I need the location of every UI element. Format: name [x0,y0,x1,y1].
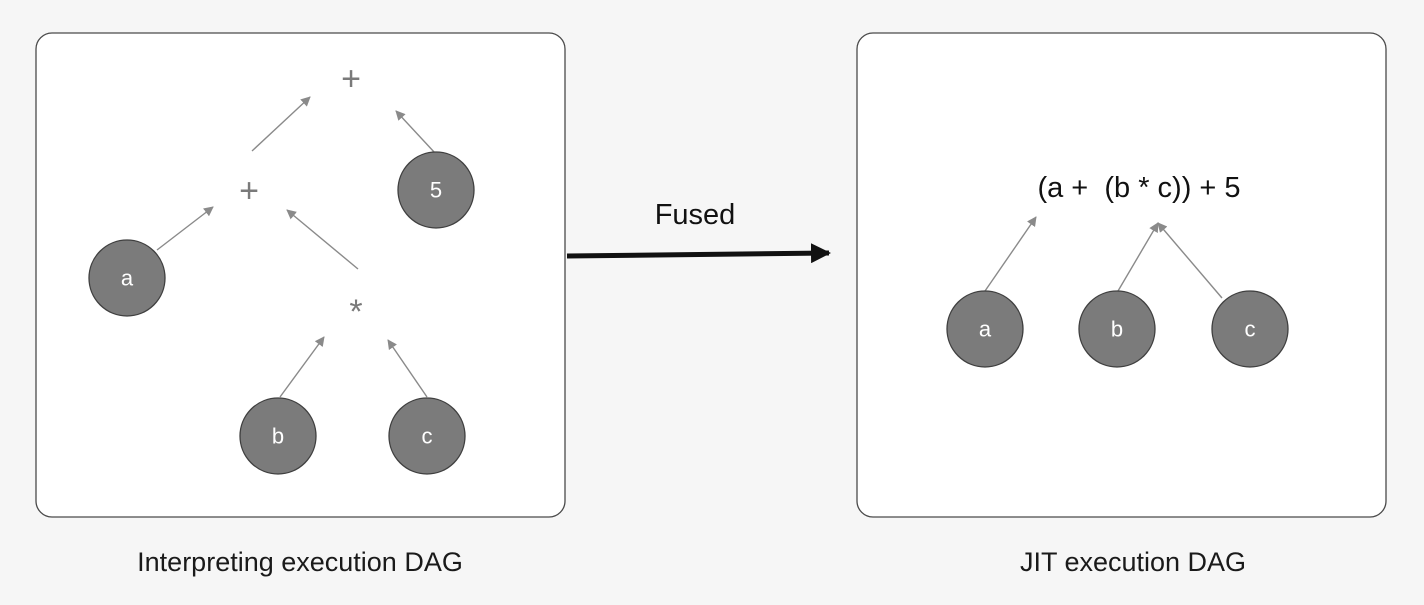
edge-jit-a-to-expr [984,216,1037,292]
multiply-operator: * [349,293,362,331]
top-plus-operator: + [341,60,361,98]
edge-a-to-mid-plus [156,206,214,251]
edge-mult-to-mid-plus [286,209,359,270]
jit-node-b: b [1078,290,1156,368]
right-caption: JIT execution DAG [1020,547,1246,577]
edge-c-to-mult [387,339,428,398]
mid-plus-operator: + [239,172,259,210]
fused-expression: (a + (b * c)) + 5 [1037,172,1240,204]
edge-mid-plus-to-top-plus [251,96,311,152]
fuse-arrow [566,243,831,264]
edge-b-to-mult [279,336,325,398]
fused-label: Fused [655,199,736,231]
edge-jit-c-to-expr [1157,222,1223,299]
jit-node-a: a [946,290,1024,368]
jit-node-c-label: c [1245,317,1256,342]
fuse-transition: Fused [566,199,831,264]
edge-jit-b-to-expr [1117,222,1159,292]
left-caption: Interpreting execution DAG [137,547,463,577]
node-c-label: c [422,424,433,449]
node-b: b [239,397,317,475]
edge-5-to-top-plus [395,110,436,154]
node-b-label: b [272,424,284,449]
node-a-label: a [121,266,134,291]
jit-node-c: c [1211,290,1289,368]
right-panel-frame [856,32,1387,518]
jit-node-a-label: a [979,317,992,342]
jit-dag-panel: (a + (b * c)) + 5 a b c [856,32,1387,518]
node-5: 5 [397,151,475,229]
node-c: c [388,397,466,475]
interpreting-dag-panel: + + * 5 a b c [35,32,566,518]
jit-node-b-label: b [1111,317,1123,342]
node-5-label: 5 [430,178,442,203]
node-a: a [88,239,166,317]
